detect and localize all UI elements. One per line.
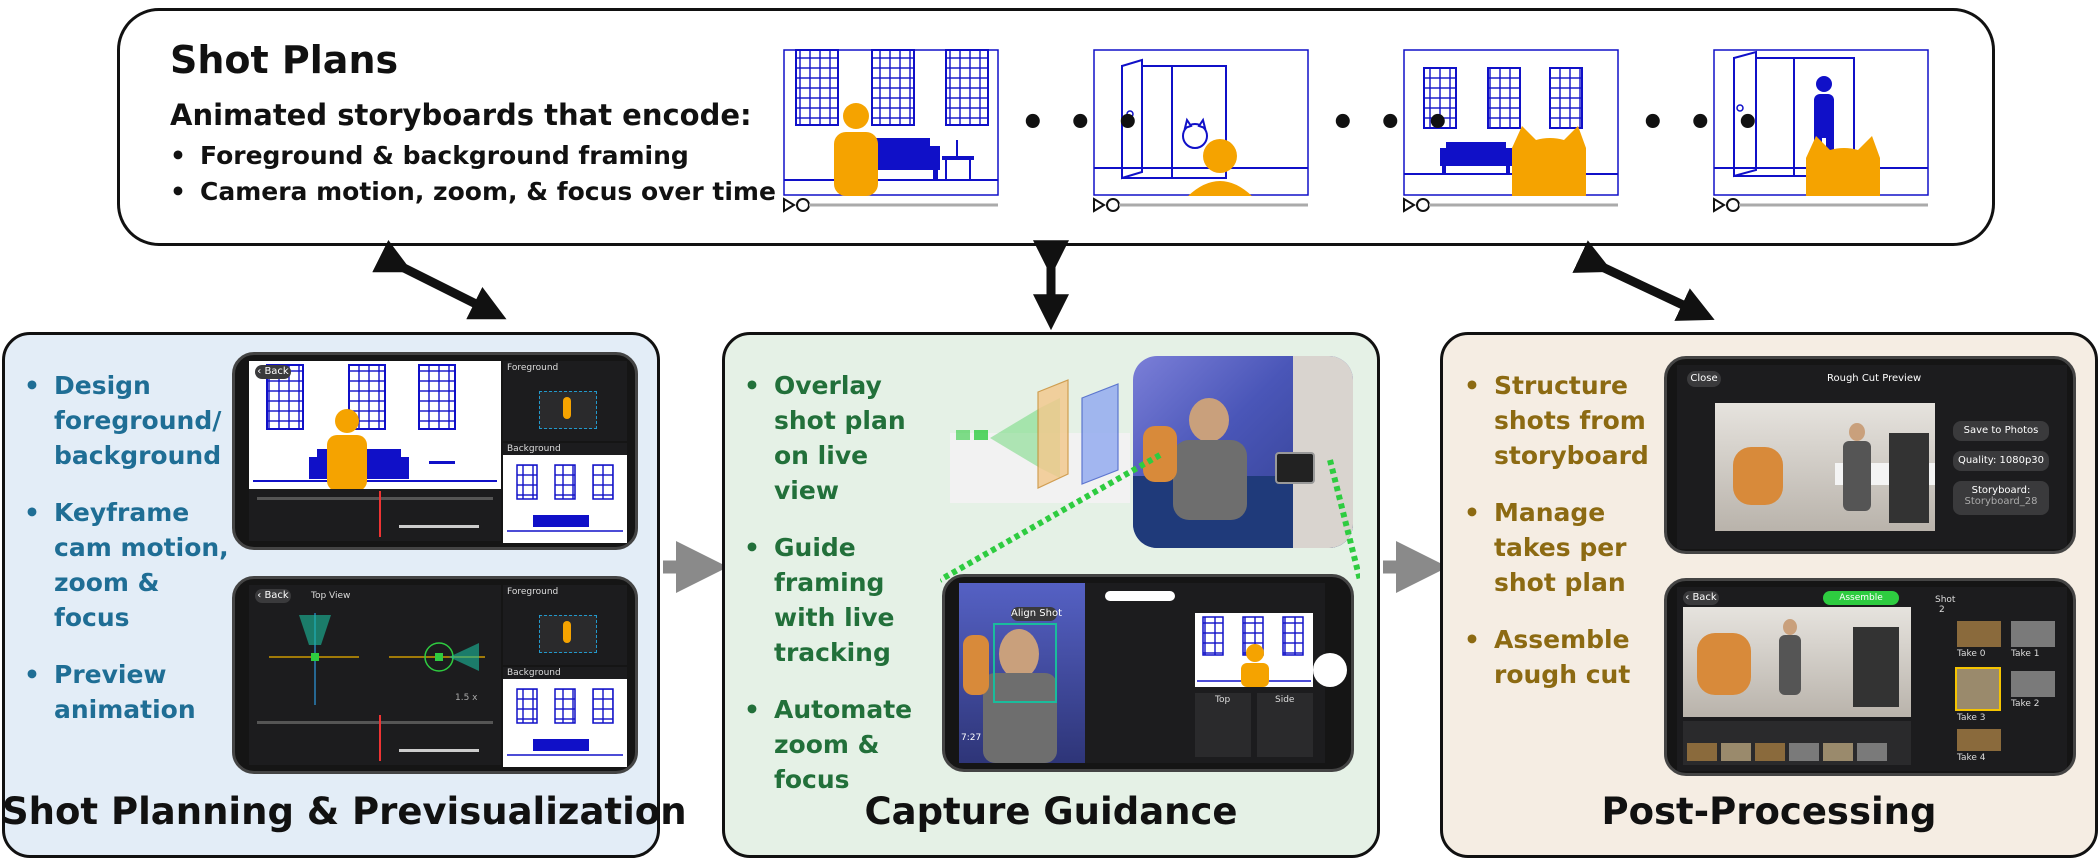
live-camera-view[interactable]: Align Shot 7:27 <box>959 583 1085 763</box>
top-view-label: Top View <box>311 591 351 601</box>
foreground-preview[interactable]: Foreground <box>503 585 627 665</box>
save-to-photos-button[interactable]: Save to Photos <box>1953 421 2049 441</box>
close-button[interactable]: Close <box>1687 371 1721 387</box>
tracking-lines <box>940 452 1360 583</box>
assemble-button[interactable]: Assemble <box>1823 591 1899 605</box>
back-button[interactable]: ‹ Back <box>255 365 291 379</box>
take-label[interactable]: Take 1 <box>2011 649 2040 659</box>
planning-bullets: Design foreground/ background Keyframe c… <box>20 368 230 749</box>
double-arrow-right <box>1572 240 1715 321</box>
shot-number: 2 <box>1939 605 1945 615</box>
post-bullet: Manage takes per shot plan <box>1460 495 1660 600</box>
background-preview[interactable]: Background <box>503 667 627 767</box>
overlay-panel: Top Side <box>1085 583 1325 763</box>
design-canvas[interactable] <box>249 361 501 489</box>
capture-title: Capture Guidance <box>864 790 1238 833</box>
background-preview[interactable]: Background <box>503 443 627 543</box>
take-label[interactable]: Take 4 <box>1957 753 1986 763</box>
top-view-canvas[interactable]: ‹ Back Top View 1.5 x <box>249 585 501 713</box>
side-label: Side <box>1275 695 1295 705</box>
capture-bullet: Guide framing with live tracking <box>740 530 940 670</box>
storyboard-frame-3 <box>1402 49 1620 213</box>
storyboard-name: Storyboard_28 <box>1964 496 2038 507</box>
storyboard-ellipsis: • • • <box>1330 100 1455 146</box>
storyboard-strip <box>782 49 1930 213</box>
timeline-bar[interactable] <box>249 713 501 765</box>
take-label[interactable]: Take 3 <box>1957 713 1986 723</box>
rough-cut-video[interactable] <box>1715 403 1935 531</box>
shot-plans-title: Shot Plans <box>170 38 399 82</box>
rough-cut-title: Rough Cut Preview <box>1827 373 1922 384</box>
takes-timeline[interactable] <box>1683 721 1911 765</box>
shot-label: Shot <box>1935 595 1956 605</box>
post-title: Post-Processing <box>1601 790 1937 833</box>
shot-plans-bullets: Foreground & background framing Camera m… <box>170 138 776 210</box>
planning-bullet: Keyframe cam motion, zoom & focus <box>20 495 230 635</box>
planning-phone-design: ‹ Back Foreground Background <box>232 352 638 550</box>
background-label: Background <box>507 668 561 678</box>
takes-phone: ‹ Back Assemble Shot 2 Take 0 Take 1 Tak… <box>1664 578 2076 776</box>
takes-video[interactable] <box>1683 607 1911 717</box>
rough-cut-screen: Close Rough Cut Preview Save to Photos Q… <box>1677 365 2067 549</box>
back-button[interactable]: ‹ Back <box>255 589 291 603</box>
double-arrow-left <box>372 240 507 320</box>
capture-bullet: Automate zoom & focus <box>740 692 940 797</box>
planning-phone-keyframe: ‹ Back Top View 1.5 x Foreground Backgro… <box>232 576 638 774</box>
planning-bullet: Preview animation <box>20 657 230 727</box>
takes-screen: ‹ Back Assemble Shot 2 Take 0 Take 1 Tak… <box>1677 587 2067 771</box>
align-shot-button[interactable]: Align Shot <box>1011 607 1062 621</box>
timeline-bar[interactable] <box>249 489 501 541</box>
capture-bullets: Overlay shot plan on live view Guide fra… <box>740 368 940 819</box>
capture-bullet: Overlay shot plan on live view <box>740 368 940 508</box>
post-bullets: Structure shots from storyboard Manage t… <box>1460 368 1660 714</box>
storyboard-frame-1 <box>782 49 1000 213</box>
top-label: Top <box>1215 695 1231 705</box>
capture-phone: Align Shot 7:27 Top Side <box>942 574 1354 772</box>
live-photo <box>1133 356 1353 548</box>
storyboard-frame-4 <box>1712 49 1930 213</box>
post-bullet: Assemble rough cut <box>1460 622 1660 692</box>
post-bullet: Structure shots from storyboard <box>1460 368 1660 473</box>
take-label[interactable]: Take 2 <box>2011 699 2040 709</box>
foreground-label: Foreground <box>507 363 559 373</box>
foreground-label: Foreground <box>507 587 559 597</box>
storyboard-frame-2 <box>1092 49 1310 213</box>
back-button[interactable]: ‹ Back <box>1683 591 1719 605</box>
background-label: Background <box>507 444 561 454</box>
timecode: 7:27 <box>961 733 982 743</box>
foreground-preview[interactable]: Foreground <box>503 361 627 441</box>
planning-title: Shot Planning & Previsualization <box>2 790 687 833</box>
storyboard-label: Storyboard: <box>1971 485 2031 496</box>
planning-bullet: Design foreground/ background <box>20 368 230 473</box>
rough-cut-phone: Close Rough Cut Preview Save to Photos Q… <box>1664 356 2076 554</box>
take-label[interactable]: Take 0 <box>1957 649 1986 659</box>
shot-plans-subtitle: Animated storyboards that encode: <box>170 98 752 132</box>
storyboard-select[interactable]: Storyboard: Storyboard_28 <box>1953 481 2049 515</box>
frustum-diagram <box>950 379 1130 503</box>
selected-take[interactable] <box>1955 667 2001 711</box>
record-button[interactable] <box>1313 653 1347 687</box>
zoom-badge: 1.5 x <box>455 693 478 703</box>
storyboard-ellipsis: • • • <box>1640 100 1765 146</box>
shot-plans-bullet: Foreground & background framing <box>170 138 776 174</box>
shot-plans-bullet: Camera motion, zoom, & focus over time <box>170 174 776 210</box>
storyboard-ellipsis: • • • <box>1020 100 1145 146</box>
shutter-column <box>1313 637 1347 697</box>
quality-select[interactable]: Quality: 1080p30 <box>1953 451 2049 471</box>
